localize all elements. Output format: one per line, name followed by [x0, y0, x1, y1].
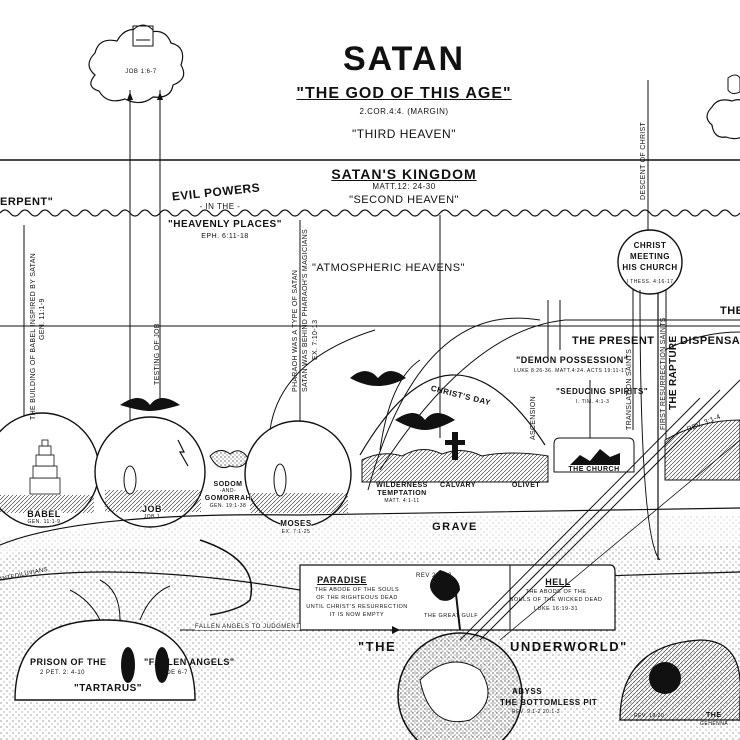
sodom-ref: GEN. 19:1-38: [209, 503, 247, 509]
paradise-line1: THE ABODE OF THE SOULS: [314, 587, 400, 593]
christ-meeting-line1: CHRIST: [633, 241, 667, 250]
hell-ref: LUKE 16:19-31: [533, 606, 579, 612]
paradise-hell-box: [299, 564, 616, 631]
abyss-line2: THE BOTTOMLESS PIT: [500, 698, 598, 707]
paradise-line2: OF THE RIGHTEOUS DEAD: [316, 595, 398, 601]
magicians-vertical-text: SATAN WAS BEHIND PHARAOH'S MAGICIANS: [302, 229, 309, 392]
wilderness-ref: MATT. 4:1-11: [384, 498, 420, 504]
kingdom-title: SATAN'S KINGDOM: [331, 166, 477, 182]
heavenly-places-ref: EPH. 6:11-18: [201, 233, 249, 240]
demon-figure-2: [350, 371, 406, 386]
magicians-vertical-ref: EX. 7:10-13: [312, 319, 319, 360]
ascension-vertical-text: ASCENSION: [530, 396, 537, 440]
rapture-vertical-text: THE RAPTURE: [668, 335, 679, 410]
lake-ref: REV. 19:20: [634, 713, 665, 719]
prison-line2: "FALLEN ANGELS": [144, 657, 235, 667]
job-vertical-text: TESTING OF JOB: [154, 323, 161, 385]
page-title: SATAN: [342, 40, 466, 78]
grave-label: GRAVE: [432, 521, 478, 533]
job-cloud: [88, 24, 185, 104]
prison-ref-left: 2 PET. 2: 4-10: [40, 670, 86, 676]
hell-title: HELL: [545, 577, 571, 587]
underworld-label: UNDERWORLD": [510, 639, 628, 654]
pharaoh-vertical-text: PHARAOH WAS A TYPE OF SATAN: [292, 269, 299, 392]
present-label: THE PRESENT: [572, 335, 655, 347]
babel-vertical-text: THE BUILDING OF BABEL INSPIRED BY SATAN: [30, 252, 37, 420]
lake-label: THE: [706, 712, 722, 719]
atmospheric-heavens-label: "ATMOSPHERIC HEAVENS": [312, 262, 465, 274]
christs-day-arch: [359, 374, 546, 456]
demon-figure-1: [120, 398, 180, 411]
babel-tower: [29, 439, 61, 495]
sodom-line3: GOMORRAH: [204, 495, 252, 502]
descent-vertical-text: DESCENT OF CHRIST: [640, 121, 647, 200]
hell-line1: THE ABODE OF THE: [525, 589, 587, 595]
sodom-line1: SODOM: [213, 481, 243, 488]
sodom-line2: -AND-: [219, 488, 237, 494]
paradise-ref: REV 20:1-3: [416, 573, 453, 579]
lake-sub: GEHENNA: [700, 721, 729, 727]
prison-ref-right: JUDE 6-7: [158, 670, 189, 676]
wilderness-line1: WILDERNESS: [376, 482, 428, 489]
prison-line1: PRISON OF THE: [30, 657, 107, 667]
babel-label: BABEL: [27, 509, 61, 519]
demon-figure-3: [395, 413, 455, 430]
christ-meeting-line3: HIS CHURCH: [622, 263, 678, 272]
title-reference: 2.COR.4:4. (MARGIN): [359, 107, 449, 116]
church-label: THE CHURCH: [568, 466, 620, 473]
moses-ref: EX. 7:1-25: [281, 529, 311, 535]
christ-meeting-ref: I THESS. 4:16-17: [626, 279, 674, 285]
second-heaven-label: "SECOND HEAVEN": [349, 194, 459, 206]
paradise-title: PARADISE: [317, 575, 367, 585]
demon-possession-label: "DEMON POSSESSION": [516, 355, 629, 365]
abyss-line1: ABYSS: [512, 687, 543, 696]
babel-ref: GEN. 11:1-9: [27, 519, 61, 525]
babel-vertical-ref: GEN. 11:1-9: [39, 298, 46, 340]
fallen-angels-label: FALLEN ANGELS TO JUDGMENT: [195, 624, 301, 630]
page-subtitle: "THE GOD OF THIS AGE": [296, 85, 512, 102]
olivet-label: OLIVET: [511, 482, 541, 489]
job-label: JOB: [141, 504, 163, 514]
first-resurrection-vertical-text: FIRST RESURRECTION SAINTS: [660, 317, 667, 430]
job-ref: JOB 1: [143, 514, 161, 520]
serpent-label: ERPENT": [0, 196, 54, 208]
seducing-spirits-ref: I. TIM. 4:1-3: [576, 399, 610, 405]
right-cloud-top: [727, 74, 740, 95]
abyss-ref: REV. 9:1-2 20:1-3: [512, 709, 561, 715]
hell-line2: SOULS OF THE WICKED DEAD: [509, 597, 603, 603]
job-cloud-label: JOB 1:6-7: [125, 69, 157, 75]
right-the-label: THE: [720, 305, 740, 317]
wilderness-line2: TEMPTATION: [377, 490, 427, 497]
moses-label: MOSES: [280, 519, 312, 528]
christ-meeting-circle: [617, 229, 683, 295]
kingdom-reference: MATT.12: 24-30: [372, 182, 436, 191]
great-gulf-label: THE GREAT GULF: [424, 613, 479, 619]
demon-possession-ref: LUKE 8:26-36. MATT.4:24. ACTS 19:11-17: [514, 368, 628, 374]
tartarus-label: "TARTARUS": [74, 683, 142, 694]
dispensation-label: DISPENSA: [680, 335, 740, 347]
third-heaven-label: "THIRD HEAVEN": [352, 127, 456, 141]
in-the-label: - IN THE -: [199, 202, 241, 211]
seducing-spirits-label: "SEDUCING SPIRITS": [556, 387, 649, 396]
calvary-label: CALVARY: [439, 482, 477, 489]
second-heaven-wave: [0, 209, 740, 217]
christ-meeting-line2: MEETING: [630, 252, 670, 261]
underworld-the: "THE: [358, 639, 397, 654]
heavenly-places-label: "HEAVENLY PLACES": [168, 219, 282, 230]
paradise-line4: IT IS NOW EMPTY: [329, 612, 385, 618]
christ-scenes-strip: [361, 449, 549, 483]
paradise-line3: UNTIL CHRIST'S RESURRECTION: [306, 604, 408, 610]
tartarus-dome: [14, 619, 196, 701]
grave-band: [0, 514, 740, 575]
right-cloud: [706, 99, 740, 140]
